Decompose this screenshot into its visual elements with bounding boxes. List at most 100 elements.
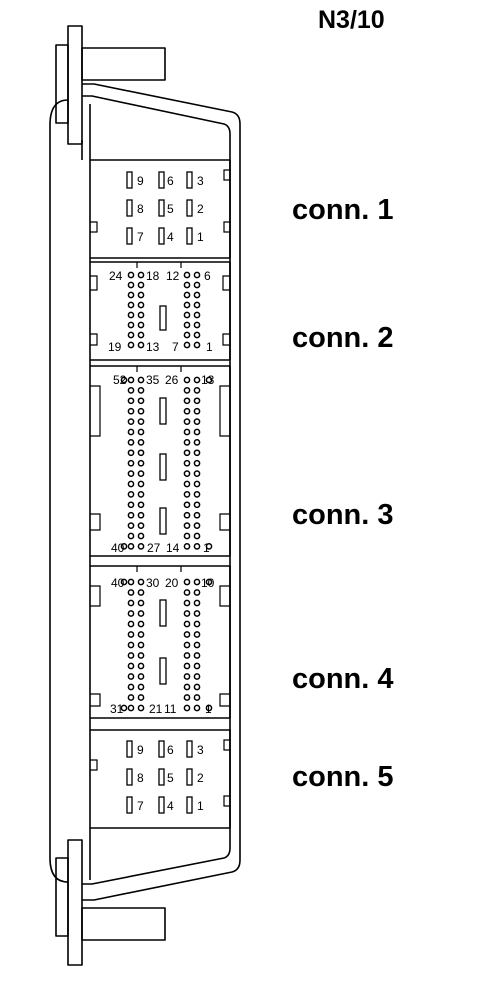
pin (183, 522, 191, 529)
pin (205, 376, 213, 384)
pin (183, 428, 191, 436)
pin (127, 376, 135, 384)
pin-label: 13 (146, 340, 160, 354)
pin (127, 311, 135, 319)
pin (137, 407, 145, 415)
pin (127, 470, 135, 477)
pin (127, 397, 135, 405)
pin (183, 532, 191, 540)
pin (137, 459, 145, 467)
pin-label: 52 (113, 373, 127, 387)
pin-label: 35 (146, 373, 160, 387)
pin (127, 599, 135, 607)
pin-label: 26 (165, 373, 179, 387)
pin-label: 1 (197, 799, 204, 813)
pin-label: 6 (204, 269, 211, 283)
pin (126, 796, 133, 814)
pin (127, 532, 135, 540)
pin (183, 480, 191, 488)
pin (127, 683, 135, 691)
pin (137, 662, 145, 670)
pin-label: 12 (166, 269, 180, 283)
pin (193, 683, 201, 691)
pin (193, 652, 201, 659)
pin (193, 589, 201, 596)
pin-label: 20 (165, 576, 179, 590)
pin (137, 694, 145, 701)
pin (137, 281, 145, 289)
pin (120, 578, 128, 586)
title: N3/10 (318, 6, 385, 34)
bottom-mounting-tab (81, 907, 166, 941)
pin (127, 418, 135, 425)
pin (193, 376, 201, 384)
pin (183, 439, 191, 446)
pin (183, 301, 191, 309)
pin (137, 522, 145, 529)
pin (205, 704, 213, 712)
pin (137, 291, 145, 299)
pin (183, 271, 191, 279)
coding-slot (159, 397, 167, 425)
pin (183, 418, 191, 425)
pin (193, 610, 201, 617)
pin-label: 6 (167, 743, 174, 757)
pin (193, 578, 201, 586)
pin (127, 449, 135, 457)
pin (183, 599, 191, 607)
bottom-flange-plate (67, 839, 83, 966)
pin (193, 397, 201, 405)
pin (127, 301, 135, 309)
pin (120, 704, 128, 712)
pin (183, 449, 191, 457)
pin (183, 652, 191, 659)
pin (183, 331, 191, 339)
pin-label: 13 (201, 373, 215, 387)
ecu-housing (49, 25, 241, 966)
pin (126, 199, 133, 217)
pin (183, 511, 191, 519)
top-mounting-tab (81, 47, 166, 81)
pin-grid (127, 271, 201, 349)
connector-3: 52 35 26 13 40 27 14 1 (90, 365, 231, 557)
pin (127, 271, 135, 279)
pin-label: 40 (111, 576, 125, 590)
pin (193, 673, 201, 680)
pin (137, 610, 145, 617)
pin (137, 321, 145, 329)
pin (126, 227, 133, 245)
pin (193, 321, 201, 329)
pin-label: 27 (147, 541, 161, 555)
pin-label: 2 (197, 771, 204, 785)
coding-slot (159, 657, 167, 685)
pin (193, 281, 201, 289)
pin (183, 641, 191, 649)
pin (183, 673, 191, 680)
pin-label: 2 (197, 202, 204, 216)
pin (127, 291, 135, 299)
top-flange-plate (67, 25, 83, 145)
pin (137, 491, 145, 498)
pin-label: 9 (137, 174, 144, 188)
coding-slot (159, 507, 167, 535)
pin (193, 543, 201, 550)
pin (127, 341, 135, 349)
bottom-flange-left (55, 857, 69, 937)
pin (193, 641, 201, 649)
pin-label: 5 (167, 771, 174, 785)
pin (183, 470, 191, 477)
pin (127, 652, 135, 659)
pin (183, 311, 191, 319)
connector-5-label: conn. 5 (292, 761, 394, 793)
housing-rear (49, 99, 69, 883)
pin (137, 578, 145, 586)
pin (193, 439, 201, 446)
pin (137, 673, 145, 680)
pin (183, 321, 191, 329)
pin (183, 501, 191, 509)
pin (183, 341, 191, 349)
pin (137, 501, 145, 509)
pin-label: 24 (109, 269, 123, 283)
pin (158, 199, 165, 217)
pin (120, 376, 128, 384)
